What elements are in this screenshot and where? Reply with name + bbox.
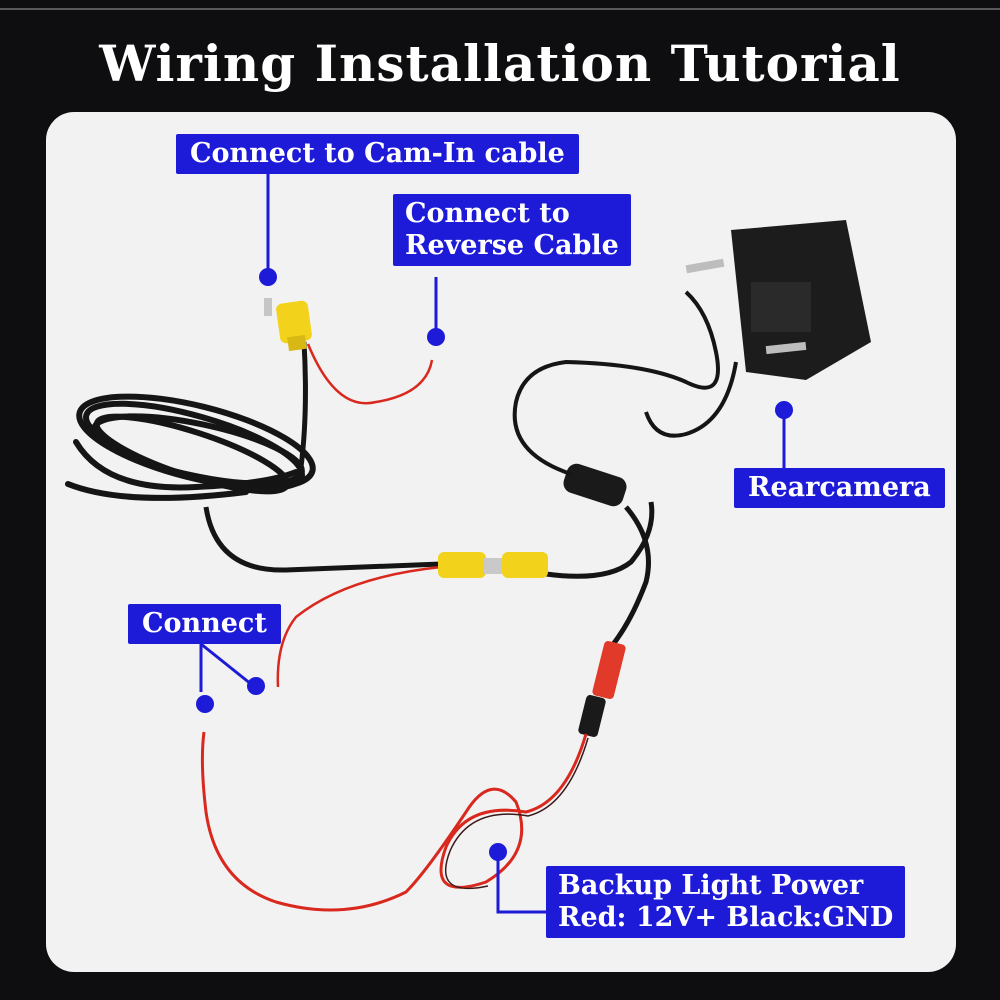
- wire-power-coil: [200, 731, 588, 912]
- wiring-diagram: [65, 174, 871, 914]
- dot-rearcamera: [775, 401, 793, 419]
- cable-cam-in: [298, 341, 308, 468]
- dot-cam-in: [259, 268, 277, 286]
- dot-power: [489, 843, 507, 861]
- label-rearcamera: Rearcamera: [734, 468, 945, 508]
- wire-reverse-red: [306, 343, 434, 405]
- cable-camera-tail: [644, 361, 738, 438]
- rca-joint: [438, 552, 548, 578]
- cable-to-camera: [512, 290, 720, 476]
- callout-lines: [199, 174, 786, 914]
- wire-power-coil-black: [445, 737, 589, 890]
- label-power-line1: Backup Light Power: [558, 870, 864, 901]
- splitter: [563, 463, 627, 507]
- cable-to-joint: [203, 506, 442, 573]
- dot-reverse: [427, 328, 445, 346]
- callout-dots: [196, 268, 793, 861]
- power-plug: [578, 641, 626, 737]
- cable-power-black: [609, 505, 651, 649]
- label-connect: Connect: [128, 604, 281, 644]
- label-power: Backup Light Power Red: 12V+ Black:GND: [546, 866, 906, 938]
- label-reverse-line1: Connect to: [405, 198, 570, 229]
- wire-connect-red: [276, 565, 442, 688]
- top-divider: [0, 8, 1000, 10]
- label-reverse-line2: Reverse Cable: [405, 230, 619, 261]
- label-power-line2: Red: 12V+ Black:GND: [558, 902, 894, 933]
- dot-connect-right: [247, 677, 265, 695]
- cable-joint-to-splitter: [545, 501, 655, 579]
- rear-camera: [685, 220, 871, 380]
- label-reverse: Connect to Reverse Cable: [393, 194, 631, 266]
- dot-connect-left: [196, 695, 214, 713]
- cable-coil: [65, 393, 316, 501]
- rca-top: [264, 298, 312, 352]
- page-title: Wiring Installation Tutorial: [99, 34, 901, 93]
- diagram-panel: Connect to Cam-In cable Connect to Rever…: [46, 112, 956, 972]
- label-cam-in: Connect to Cam-In cable: [176, 134, 579, 174]
